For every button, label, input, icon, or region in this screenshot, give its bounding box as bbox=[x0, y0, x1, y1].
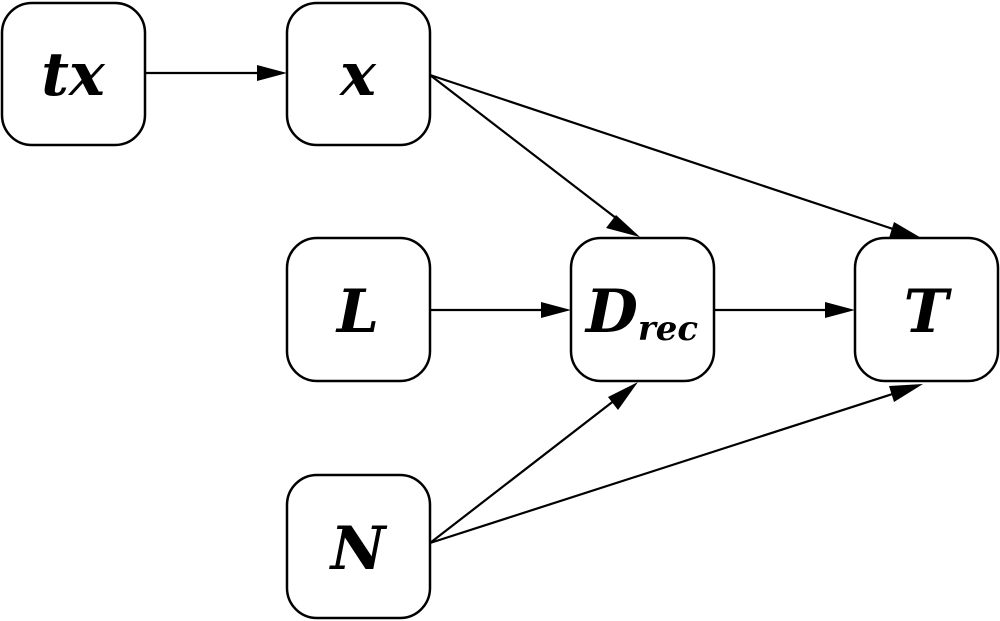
node-d-rec-main: D bbox=[584, 277, 638, 347]
edge-n-to-t bbox=[429, 384, 923, 545]
node-tx-box bbox=[0, 1, 147, 147]
node-tx-label: tx bbox=[41, 40, 106, 110]
edges bbox=[146, 65, 923, 545]
node-n-box bbox=[285, 473, 432, 620]
node-t: T bbox=[853, 236, 1000, 383]
node-d-rec-label: Drec bbox=[584, 277, 699, 349]
node-t-box bbox=[853, 236, 1000, 383]
edge-n-to-d-rec bbox=[429, 382, 638, 544]
node-x-label: x bbox=[338, 40, 377, 110]
edge-tx-to-x bbox=[146, 65, 287, 81]
edge-l-to-d-rec bbox=[430, 302, 571, 318]
node-l-label: L bbox=[335, 277, 379, 347]
node-tx: tx bbox=[0, 1, 147, 147]
node-l-box bbox=[285, 236, 432, 383]
node-x: x bbox=[285, 1, 432, 147]
edge-x-to-d-rec bbox=[429, 74, 640, 237]
node-d-rec-box bbox=[569, 236, 716, 383]
node-n: N bbox=[285, 473, 432, 620]
edge-d-rec-to-t bbox=[714, 302, 855, 318]
edge-x-to-t bbox=[429, 73, 923, 239]
node-d-rec-subscript: rec bbox=[638, 309, 699, 349]
node-x-box bbox=[285, 1, 432, 147]
node-l: L bbox=[285, 236, 432, 383]
node-d-rec: Drec bbox=[569, 236, 716, 383]
node-t-label: T bbox=[904, 277, 953, 347]
node-n-label: N bbox=[329, 514, 388, 584]
